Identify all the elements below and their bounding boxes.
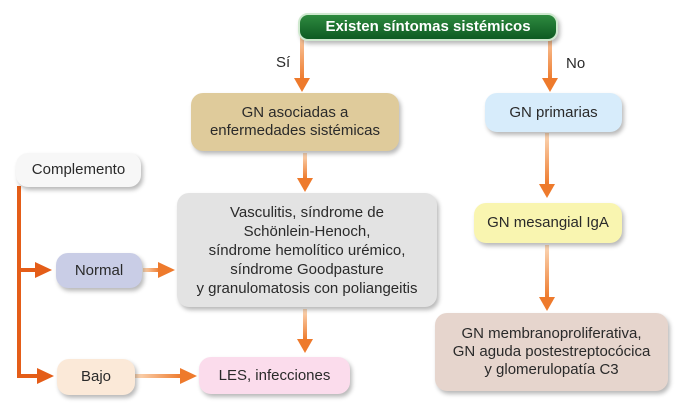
node-normal-label: Normal [74,261,124,279]
node-complement-label: Complemento [31,161,126,178]
node-les: LES, infecciones [199,357,350,394]
node-low-label: Bajo [80,368,112,385]
arrow-top-to-systemic [294,28,310,92]
node-membrano-label: GN membranoproliferativa, GN aguda poste… [452,325,651,378]
label-yes: Sí [276,54,291,71]
arrow-top-to-primary [542,28,558,92]
node-complement: Complemento [16,153,141,187]
arrow-primary-to-iga [539,133,555,198]
node-vasculitis-label: Vasculitis, síndrome de Schönlein-Henoch… [196,203,418,297]
node-gn-iga-label: GN mesangial IgA [487,214,609,231]
node-les-label: LES, infecciones [218,366,331,384]
node-low: Bajo [57,359,135,395]
arrow-low-to-les [135,368,197,384]
arrow-complement-bracket [17,186,54,384]
node-systemic-symptoms: Existen síntomas sistémicos [298,13,558,41]
arrow-iga-to-membrano [539,245,555,311]
node-gn-systemic: GN asociadas a enfermedades sistémicas [191,93,399,151]
node-gn-primary: GN primarias [485,93,622,132]
node-gn-iga: GN mesangial IgA [474,203,622,243]
node-gn-primary-label: GN primarias [509,103,598,121]
node-membrano: GN membranoproliferativa, GN aguda poste… [435,313,668,391]
arrow-normal-to-vasculitis [143,262,175,278]
label-no: No [566,55,586,72]
node-systemic-symptoms-label: Existen síntomas sistémicos [325,18,531,35]
node-vasculitis: Vasculitis, síndrome de Schönlein-Henoch… [177,193,437,307]
arrow-vasculitis-to-les [297,309,313,353]
node-gn-systemic-label: GN asociadas a enfermedades sistémicas [209,104,381,139]
node-normal: Normal [56,253,142,288]
arrow-systemic-to-vasculitis [297,153,313,192]
